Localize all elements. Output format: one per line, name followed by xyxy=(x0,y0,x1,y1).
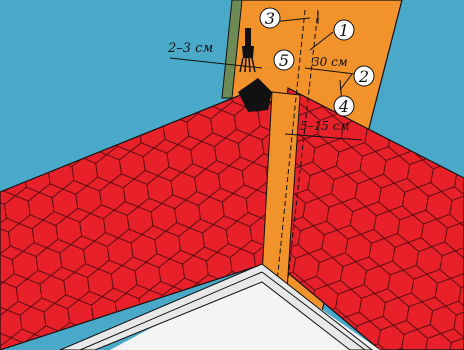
callout-2: 2 xyxy=(354,66,374,86)
callout-2-label: 2 xyxy=(358,67,369,86)
callout-1: 1 xyxy=(334,20,354,40)
callout-4-label: 4 xyxy=(338,97,349,116)
dim-width-label: 30 см xyxy=(312,55,348,69)
callout-5-label: 5 xyxy=(279,51,289,70)
callout-5: 5 xyxy=(274,50,294,70)
callout-4: 4 xyxy=(334,96,354,116)
callout-3-label: 3 xyxy=(265,9,275,28)
dim-offset-label: 5–15 см xyxy=(300,119,349,133)
dim-overlap-label: 2–3 см xyxy=(167,41,213,56)
callout-1-label: 1 xyxy=(339,21,349,40)
callout-3: 3 xyxy=(260,8,280,28)
